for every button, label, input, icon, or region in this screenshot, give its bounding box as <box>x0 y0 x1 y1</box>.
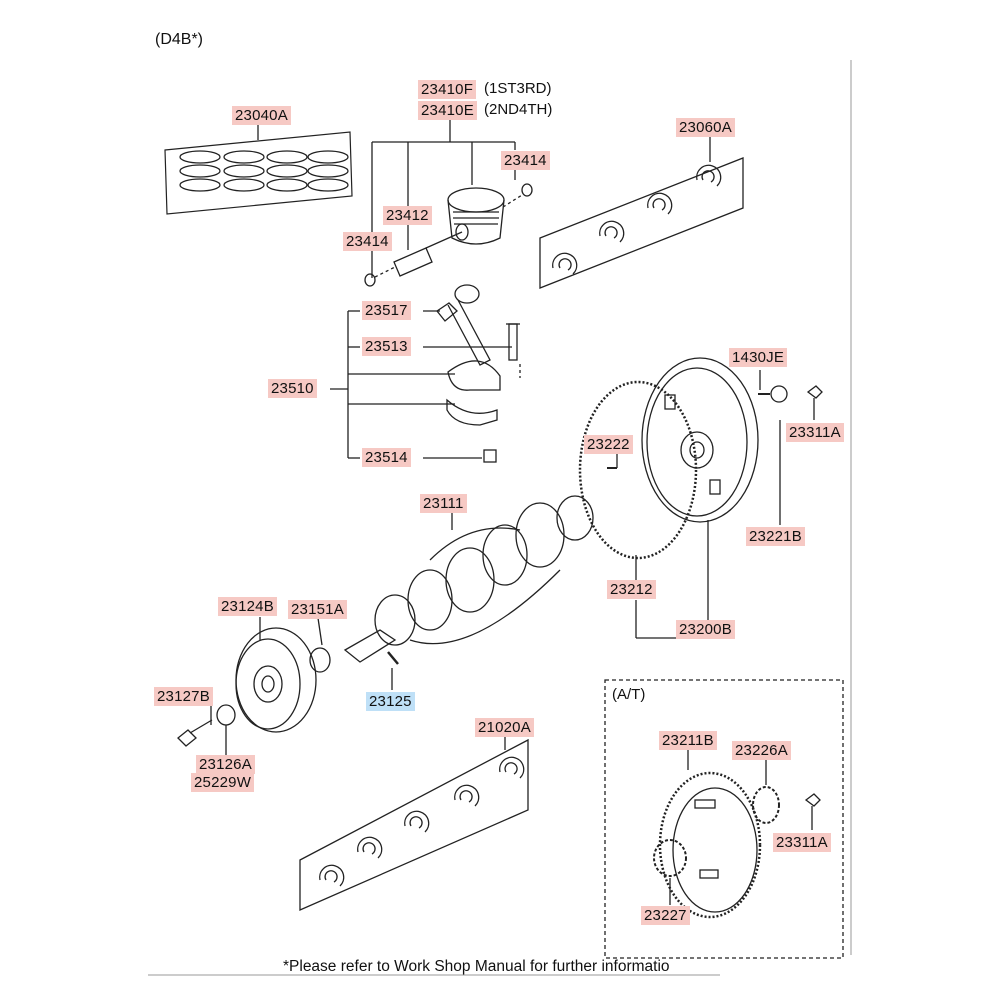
part-note-23410F: (1ST3RD) <box>484 80 552 97</box>
part-label-23412[interactable]: 23412 <box>383 206 432 225</box>
footer-note: *Please refer to Work Shop Manual for fu… <box>283 958 670 975</box>
part-label-23126A[interactable]: 23126A <box>196 755 255 774</box>
part-label-23514[interactable]: 23514 <box>362 448 411 467</box>
part-label-23227[interactable]: 23227 <box>641 906 690 925</box>
at-box-title: (A/T) <box>612 686 646 703</box>
part-label-25229W[interactable]: 25229W <box>191 773 255 792</box>
part-label-23410F[interactable]: 23410F <box>418 80 477 99</box>
main-bearings-upper-drawing <box>539 137 744 289</box>
connecting-rod-drawing <box>330 284 521 463</box>
damper-pulley-drawing <box>177 617 331 755</box>
piston-rings-drawing <box>164 125 353 215</box>
part-label-21020A[interactable]: 21020A <box>475 718 534 737</box>
part-label-23513[interactable]: 23513 <box>362 337 411 356</box>
part-label-23410E[interactable]: 23410E <box>418 101 477 120</box>
piston-drawing <box>364 118 533 287</box>
crankshaft-drawing <box>343 495 594 690</box>
part-label-23127B[interactable]: 23127B <box>154 687 213 706</box>
part-label-23111[interactable]: 23111 <box>420 494 467 513</box>
part-label-23060A[interactable]: 23060A <box>676 118 735 137</box>
part-label-23200B[interactable]: 23200B <box>676 620 735 639</box>
part-label-23040A[interactable]: 23040A <box>232 106 291 125</box>
part-label-23311A-bottom[interactable]: 23311A <box>773 833 831 852</box>
part-label-23222[interactable]: 23222 <box>584 435 633 454</box>
part-label-23212[interactable]: 23212 <box>607 580 656 599</box>
part-label-1430JE[interactable]: 1430JE <box>729 348 788 367</box>
part-label-23311A-top[interactable]: 23311A <box>786 423 844 442</box>
part-label-23226A[interactable]: 23226A <box>732 741 791 760</box>
part-label-23211B[interactable]: 23211B <box>659 731 717 750</box>
at-section-drawing <box>604 679 844 959</box>
part-label-23124B[interactable]: 23124B <box>218 597 277 616</box>
part-label-23125[interactable]: 23125 <box>366 692 415 711</box>
part-label-23414-left[interactable]: 23414 <box>343 232 392 251</box>
part-label-23510[interactable]: 23510 <box>268 379 317 398</box>
main-bearings-lower-drawing <box>299 737 529 911</box>
engine-variant-header: (D4B*) <box>155 31 204 48</box>
part-label-23151A[interactable]: 23151A <box>288 600 347 619</box>
part-label-23414-right[interactable]: 23414 <box>501 151 550 170</box>
part-note-23410E: (2ND4TH) <box>484 101 553 118</box>
part-label-23221B[interactable]: 23221B <box>746 527 805 546</box>
part-label-23517[interactable]: 23517 <box>362 301 411 320</box>
